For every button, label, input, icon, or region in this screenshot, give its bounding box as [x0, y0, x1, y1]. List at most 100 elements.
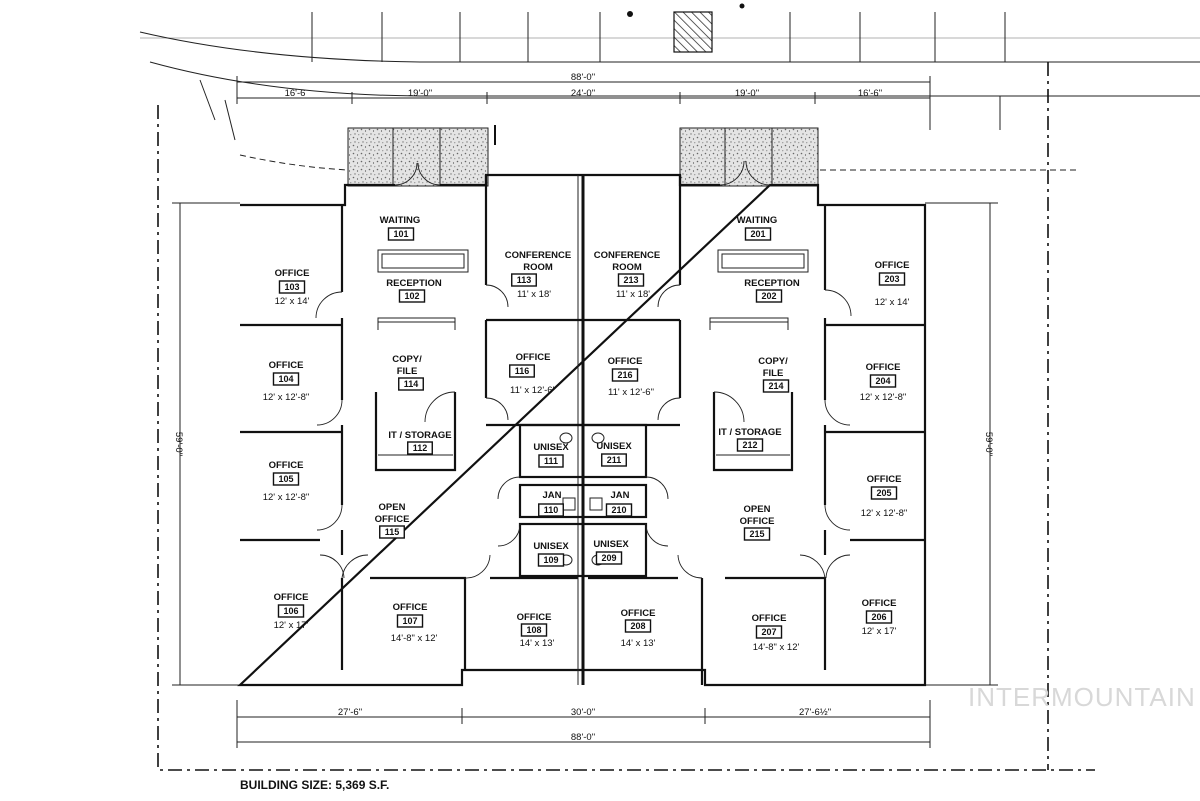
room-113-number: 113 [517, 275, 532, 285]
room-103-size: 12' x 14' [275, 296, 310, 307]
room-207-name: OFFICE [752, 613, 787, 624]
room-211-number: 211 [607, 455, 622, 465]
room-number-tag-box [601, 453, 627, 467]
room-number-tag-box [595, 551, 623, 565]
dim-top-seg-5: 16'-6" [858, 88, 882, 99]
dim-top-seg-1: 16'-6 [285, 88, 306, 99]
room-number-tag-box [272, 372, 300, 386]
room-number-tag-box [869, 374, 897, 388]
room-213-name-1: CONFERENCE [594, 250, 661, 261]
room-number-tag-box [865, 610, 893, 624]
room-210-number: 210 [611, 505, 626, 515]
room-number-tag-box [538, 503, 564, 517]
room-203-size: 12' x 14' [875, 297, 910, 308]
room-number-tag-box [511, 273, 537, 287]
room-201-name: WAITING [737, 215, 778, 226]
room-215-name-2: OFFICE [740, 516, 775, 527]
room-204-number: 204 [875, 376, 890, 386]
dim-top-seg-4: 19'-0" [735, 88, 759, 99]
room-114-name-2: FILE [397, 366, 418, 377]
room-114-number: 114 [404, 379, 419, 389]
room-208-number: 208 [630, 621, 645, 631]
dimension-lines [172, 76, 998, 748]
room-115-name-2: OFFICE [375, 514, 410, 525]
room-106-size: 12' x 17' [274, 620, 309, 631]
room-104-name: OFFICE [269, 360, 304, 371]
room-213-number: 213 [623, 275, 638, 285]
room-114-name-1: COPY/ [392, 354, 422, 365]
hatched-column [673, 11, 713, 53]
room-107-size: 14'-8" x 12' [391, 633, 438, 644]
room-number-tag-box [743, 527, 771, 541]
property-line [157, 62, 1095, 771]
room-number-tag-box [379, 525, 405, 539]
room-207-size: 14'-8" x 12' [753, 642, 800, 653]
room-215-name-1: OPEN [744, 504, 771, 515]
room-102-number: 102 [404, 291, 419, 301]
room-108-number: 108 [526, 625, 541, 635]
room-number-tag-box [611, 368, 639, 382]
room-214-name-2: FILE [763, 368, 784, 379]
room-105-size: 12' x 12'-8" [263, 492, 310, 503]
room-212-number: 212 [742, 440, 757, 450]
room-207-number: 207 [761, 627, 776, 637]
watermark-text: INTERMOUNTAIN [968, 682, 1196, 712]
building-walls [237, 160, 927, 687]
room-112-name: IT / STORAGE [388, 430, 451, 441]
room-105-name: OFFICE [269, 460, 304, 471]
room-number-tag-box [407, 441, 433, 455]
site-context [139, 3, 1200, 172]
room-number-tag-box [537, 553, 565, 567]
room-number-tag-box [736, 438, 764, 452]
room-115-name-1: OPEN [379, 502, 406, 513]
room-number-tags [272, 227, 906, 639]
room-number-tag-box [762, 379, 790, 393]
room-109-name: UNISEX [533, 541, 569, 552]
dim-top-seg-2: 19'-0" [408, 88, 432, 99]
room-111-number: 111 [544, 456, 558, 466]
room-116-name: OFFICE [516, 352, 551, 363]
room-208-size: 14' x 13' [621, 638, 656, 649]
room-number-tag-box [277, 604, 305, 618]
room-210-name: JAN [610, 490, 629, 501]
room-number-tag-box [744, 227, 772, 241]
entry-paving-right [679, 127, 819, 187]
room-number-tag-box [755, 625, 783, 639]
room-107-name: OFFICE [393, 602, 428, 613]
room-number-tag-box [755, 289, 783, 303]
room-115-number: 115 [385, 527, 400, 537]
room-206-number: 206 [871, 612, 886, 622]
room-104-size: 12' x 12'-8" [263, 392, 310, 403]
entry-paving-left [347, 127, 489, 187]
dim-bottom-overall: 88'-0" [571, 732, 595, 743]
room-112-number: 112 [413, 443, 428, 453]
room-103-name: OFFICE [275, 268, 310, 279]
room-211-name: UNISEX [596, 441, 632, 452]
room-214-number: 214 [768, 381, 783, 391]
room-106-name: OFFICE [274, 592, 309, 603]
room-215-number: 215 [749, 529, 764, 539]
dim-right-depth: 59'-0" [983, 432, 994, 456]
room-116-size: 11' x 12'-6" [510, 385, 556, 396]
room-104-number: 104 [278, 374, 293, 384]
room-number-tag-box [398, 289, 426, 303]
room-number-tag-box [878, 272, 906, 286]
dim-top-overall: 88'-0" [571, 72, 595, 83]
room-102-name: RECEPTION [386, 278, 442, 289]
dim-bottom-seg-2: 30'-0" [571, 707, 595, 718]
dim-bottom-seg-1: 27'-6" [338, 707, 362, 718]
room-206-size: 12' x 17' [862, 626, 897, 637]
room-number-tag-box [278, 280, 306, 294]
room-number-tag-box [617, 273, 645, 287]
room-206-name: OFFICE [862, 598, 897, 609]
room-203-number: 203 [884, 274, 899, 284]
room-number-tag-box [538, 454, 564, 468]
room-113-size: 11' x 18' [517, 289, 551, 300]
room-208-name: OFFICE [621, 608, 656, 619]
room-205-size: 12' x 12'-8" [861, 508, 908, 519]
room-number-tag-box [398, 377, 424, 391]
room-213-size: 11' x 18' [616, 289, 650, 300]
room-number-tag-box [272, 472, 300, 486]
room-108-size: 14' x 13' [520, 638, 555, 649]
